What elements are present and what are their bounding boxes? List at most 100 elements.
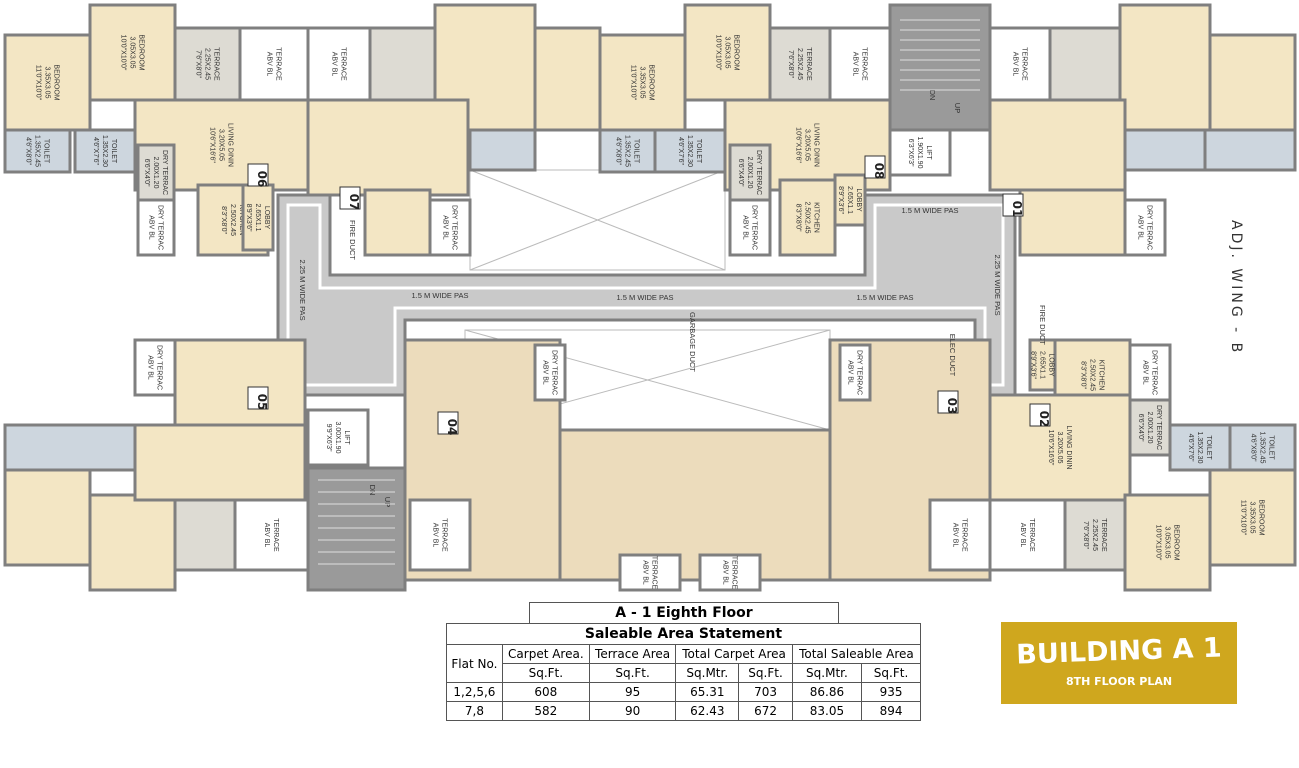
room-space <box>3 423 137 472</box>
building-badge: BUILDING A 1 8TH FLOOR PLAN <box>1001 622 1237 704</box>
room-label: TERRACEABV BL <box>852 47 868 81</box>
cell: 672 <box>738 701 793 721</box>
room-label: TOILET1.35X2.454'6"X8'0" <box>1250 432 1275 464</box>
unit: Sq.Ft. <box>588 663 677 683</box>
flat-number: 03 <box>945 398 959 415</box>
room-space <box>433 3 537 132</box>
stair-label: DN <box>928 90 937 101</box>
room-label: TOILET1.35X2.304'6"X7'6" <box>1187 432 1212 464</box>
room-label: BEDROOM3.05X3.0510'0"X10'0" <box>120 34 145 70</box>
room-label: TERRACEABV BL <box>266 47 282 81</box>
room-label: TERRACE2.25X2.457'6"X8'0" <box>1082 518 1107 552</box>
table-title: Saleable Area Statement <box>446 623 921 645</box>
room-terrace_abv <box>828 26 892 102</box>
room-label: TERRACEABV BL <box>722 556 738 590</box>
corridor-edge <box>286 203 1005 387</box>
passage-label: 1.5 M WIDE PAS <box>412 291 469 300</box>
room-label: DRY TERRAC2.00X1.206'6"X4'0" <box>1137 405 1162 450</box>
room-label: KITCHEN2.50X2.458'3"X8'0" <box>220 204 245 236</box>
room-space <box>1048 26 1122 102</box>
flat-number: 05 <box>255 394 269 411</box>
room-label: TERRACE2.25X2.457'6"X8'0" <box>787 47 812 81</box>
room-label: DRY TERRAC2.00X1.206'6"X4'0" <box>143 150 168 195</box>
room-dry_abv <box>838 343 872 402</box>
flat-number: 06 <box>255 171 269 188</box>
header-carpet: Carpet Area. <box>501 644 590 664</box>
adjacent-wing-label: ADJ. WING - B <box>1228 220 1244 356</box>
flat-number-box <box>864 155 886 179</box>
cell: 90 <box>588 701 677 721</box>
duct-label: FIRE DUCT <box>1038 305 1047 345</box>
staircase-top <box>888 3 992 132</box>
flat-number-box <box>437 411 459 435</box>
cell: 608 <box>501 682 590 702</box>
room-label: BEDROOM3.35X3.0511'0"X10'0" <box>35 64 60 100</box>
table-row: 1,2,5,6 608 95 65.31 703 86.86 935 <box>446 682 921 702</box>
room-dry_abv <box>728 198 772 257</box>
room-label: BEDROOM3.05X3.0510'0"X10'0" <box>1155 524 1180 560</box>
room-label: TERRACEABV BL <box>432 518 448 552</box>
room-label: TOILET1.35X2.454'6"X8'0" <box>615 135 640 167</box>
room-space <box>988 98 1127 192</box>
cell: 1,2,5,6 <box>446 682 503 702</box>
room-label: TERRACEABV BL <box>331 47 347 81</box>
room-label: TOILET1.35X2.454'6"X8'0" <box>25 135 50 167</box>
room-label: DRY TERRACABV BL <box>1142 350 1158 395</box>
header-flat-no: Flat No. <box>446 644 503 683</box>
room-terrace_abv <box>618 553 682 592</box>
stair-label: DN <box>368 485 377 496</box>
room-label: BEDROOM3.05X3.0510'0"X10'0" <box>715 34 740 70</box>
room-label: KITCHEN2.50X2.458'3"X8'0" <box>1080 359 1105 391</box>
room-label: LIFT3.00X1.909'9"X6'3" <box>325 422 350 454</box>
room-lobby <box>241 183 275 252</box>
room-dry_abv <box>133 338 177 397</box>
cell: 95 <box>588 682 677 702</box>
stair-label: UP <box>953 103 962 113</box>
room-space <box>1123 128 1207 172</box>
room-space <box>468 128 537 172</box>
lift-bottom <box>306 408 370 467</box>
passage-label: 1.5 M WIDE PAS <box>857 293 914 302</box>
room-terrace_abv <box>408 498 472 572</box>
central-terrace <box>558 428 832 582</box>
room-dry <box>728 143 772 202</box>
room-space <box>1203 128 1297 172</box>
room-label: TERRACEABV BL <box>1019 518 1035 552</box>
room-dry_abv <box>1128 343 1172 402</box>
room-living <box>988 393 1132 502</box>
cell: 83.05 <box>791 701 863 721</box>
room-label: LOBBY2.65X1.18'9"X3'6" <box>837 186 862 214</box>
saleable-area-statement: A - 1 Eighth Floor Saleable Area Stateme… <box>446 602 922 721</box>
passage-label: 2.25 M WIDE PAS <box>298 259 307 320</box>
cell: 86.86 <box>791 682 863 702</box>
duct-label: FIRE DUCT <box>348 220 357 260</box>
room-space <box>363 188 432 257</box>
flat-number-box <box>1002 193 1024 217</box>
room-space <box>1118 3 1212 132</box>
flat-number-box <box>339 186 361 210</box>
room-label: DRY TERRACABV BL <box>148 205 164 250</box>
room-terrace_abv <box>988 26 1052 102</box>
room-space <box>173 498 237 572</box>
flat-number: 01 <box>1010 201 1024 218</box>
flat-number: 07 <box>347 194 361 211</box>
room-terrace <box>768 26 832 102</box>
cell: 935 <box>861 682 921 702</box>
staircase-bottom <box>306 466 407 592</box>
room-label: TOILET1.35X2.304'6"X7'6" <box>677 135 702 167</box>
passage-label: 1.5 M WIDE PAS <box>902 206 959 215</box>
cell: 7,8 <box>446 701 503 721</box>
room-toilet1 <box>1228 423 1297 472</box>
flat-number-box <box>247 386 269 410</box>
room-label: DRY TERRACABV BL <box>442 205 458 250</box>
room-terrace <box>173 26 242 102</box>
room-terrace_abv <box>698 553 762 592</box>
room-toilet1 <box>3 128 72 174</box>
flat-number-box <box>247 163 269 187</box>
room-label: LIVING DININ3.20X5.0510'6"X16'6" <box>795 123 820 167</box>
room-space <box>368 26 437 102</box>
room-space <box>88 493 177 592</box>
room-label: BEDROOM3.35X3.0511'0"X10'0" <box>1240 499 1265 535</box>
room-terrace_abv <box>238 26 310 102</box>
lift-top <box>888 128 952 177</box>
